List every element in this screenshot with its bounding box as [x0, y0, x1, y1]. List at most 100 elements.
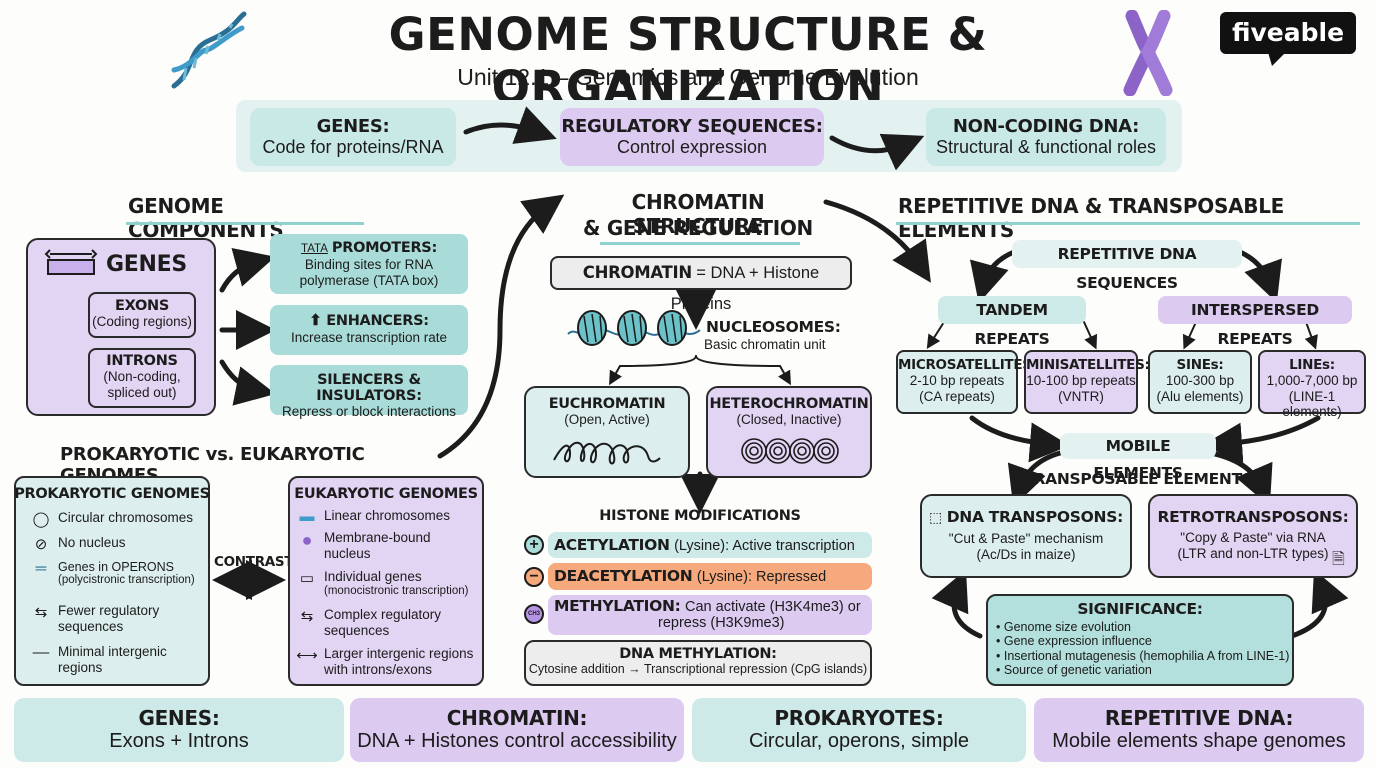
tandem-label: TANDEM REPEATS: [974, 301, 1050, 348]
sig-item-4: • Source of genetic variation: [996, 663, 1152, 678]
arrows-icon: ⇆: [34, 604, 48, 621]
open-chromatin-icon: [553, 441, 661, 465]
chromatin-def-rest: = DNA + Histone Proteins: [670, 264, 820, 313]
methylation-rest-2: repress (H3K9me3): [658, 615, 785, 631]
promoters-title: PROMOTERS:: [331, 240, 437, 256]
flow-genes-desc: Code for proteins/RNA: [262, 137, 444, 157]
regulation-arrows-icon: ⇆: [300, 608, 314, 625]
histone-heading: HISTONE MODIFICATIONS: [599, 508, 801, 524]
prok-item-4: ⇆Fewer regulatory sequences: [30, 603, 188, 634]
no-symbol-icon: ⊘: [34, 536, 48, 553]
rep-seq-box: REPETITIVE DNA SEQUENCES: [1012, 240, 1242, 292]
contrast-label: CONTRAST: [214, 554, 294, 570]
logo-text: fiveable: [1231, 18, 1345, 47]
gene-icon: [44, 249, 98, 275]
mini-desc-1: 10-100 bp repeats: [1026, 373, 1136, 388]
prok-item-5: ––Minimal intergenic regions: [30, 644, 188, 675]
dna-tr-desc-2: (Ac/Ds in maize): [976, 546, 1076, 562]
retro-desc-2: (LTR and non-LTR types): [1177, 545, 1329, 561]
dna-methylation-desc: Cytosine addition → Transcriptional repr…: [528, 662, 868, 676]
summary-genes: GENES: Exons + Introns: [14, 698, 344, 762]
dna-tr-title: DNA TRANSPOSONS:: [946, 508, 1124, 526]
deacetylation-row: DEACETYLATION (Lysine): Repressed transc…: [548, 563, 872, 613]
dna-tr-desc-1: "Cut & Paste" mechanism: [948, 531, 1104, 546]
logo-tail: [1268, 52, 1286, 66]
silencers-desc: Repress or block interactions: [281, 404, 457, 419]
flow-noncoding-desc: Structural & functional roles: [935, 137, 1157, 157]
retro-desc-1: "Copy & Paste" via RNA: [1180, 530, 1326, 545]
micro-desc-1: 2-10 bp repeats: [909, 373, 1005, 388]
flow-genes-title: GENES:: [316, 116, 390, 137]
gene-bar-icon: ▭: [299, 570, 315, 587]
summary-prokaryotes-title: PROKARYOTES:: [774, 706, 944, 730]
introns-desc-1: (Non-coding,: [103, 369, 181, 384]
euchromatin-desc: (Open, Active): [564, 412, 650, 427]
chromatin-underline: [600, 242, 800, 245]
methylation-row: METHYLATION: Can activate (H3K4me3) or r…: [548, 595, 872, 635]
nucleosome-icon: [567, 310, 701, 346]
mini-desc-2: (VNTR): [1058, 388, 1104, 404]
heterochromatin-desc: (Closed, Inactive): [736, 412, 842, 427]
micro-title: MICROSATELLITES:: [898, 357, 1037, 373]
introns-box: INTRONS (Non-coding, spliced out): [88, 348, 196, 408]
prok-item-2: ⊘No nucleus: [30, 535, 126, 553]
introns-desc-2: spliced out): [107, 384, 177, 400]
circle-icon: ◯: [32, 511, 50, 528]
dna-methylation-box: DNA METHYLATION: Cytosine addition → Tra…: [524, 640, 872, 686]
flow-genes: GENES: Code for proteins/RNA: [250, 108, 456, 166]
enhancers-desc: Increase transcription rate: [290, 330, 448, 345]
plus-icon: +: [524, 535, 544, 555]
summary-chromatin-desc: DNA + Histones control accessibility: [357, 730, 677, 752]
closed-chromatin-icon: [741, 438, 839, 464]
dna-methylation-title: DNA METHYLATION:: [619, 646, 777, 662]
exons-desc: (Coding regions): [92, 314, 192, 329]
flow-regulatory-title: REGULATORY SEQUENCES:: [561, 116, 823, 137]
interspersed-label: INTERSPERSED REPEATS: [1191, 301, 1319, 348]
summary-prokaryotes: PROKARYOTES: Circular, operons, simple: [692, 698, 1026, 762]
promoters-desc: Binding sites for RNA polymerase (TATA b…: [299, 257, 439, 288]
rep-seq-label: REPETITIVE DNA SEQUENCES: [1057, 245, 1197, 292]
silencers-title: SILENCERS & INSULATORS:: [316, 372, 422, 404]
silencers-box: SILENCERS & INSULATORS: Repress or block…: [270, 365, 468, 419]
summary-prokaryotes-desc: Circular, operons, simple: [748, 730, 970, 752]
operon-icon: ═: [35, 560, 47, 577]
cut-paste-icon: ⬚: [929, 509, 943, 525]
sig-item-2: • Gene expression influence: [996, 634, 1152, 649]
linear-chromosome-icon: ▬: [299, 508, 315, 525]
lines-box: LINEs: 1,000-7,000 bp (LINE-1 elements): [1258, 350, 1366, 419]
double-arrow-icon: ⟷: [296, 647, 318, 664]
methyl-icon-text: CH3: [527, 611, 540, 617]
summary-repetitive: REPETITIVE DNA: Mobile elements shape ge…: [1034, 698, 1364, 762]
flow-noncoding: NON-CODING DNA: Structural & functional …: [926, 108, 1166, 166]
mini-title: MINISATELLITES:: [1026, 357, 1150, 373]
genes-label: GENES: [106, 252, 187, 277]
sines-desc-2: (Alu elements): [1156, 388, 1244, 404]
dash-icon: ––: [32, 644, 50, 661]
flow-regulatory: REGULATORY SEQUENCES: Control expression: [560, 108, 824, 166]
lines-desc-2: (LINE-1 elements): [1282, 388, 1342, 420]
acetylation-row: ACETYLATION (Lysine): Active transcripti…: [548, 532, 872, 558]
methyl-icon: CH3: [524, 604, 544, 624]
repetitive-underline: [896, 222, 1360, 225]
summary-chromatin-title: CHROMATIN:: [446, 706, 588, 730]
lines-desc-1: 1,000-7,000 bp: [1266, 373, 1358, 388]
euk-title: EUKARYOTIC GENOMES: [294, 486, 478, 502]
sig-item-1: • Genome size evolution: [996, 620, 1132, 634]
euk-item-1: ▬Linear chromosomes: [296, 508, 451, 525]
page-subtitle: Unit 12.1 – Genomics and Genome Evolutio…: [457, 64, 919, 90]
euk-item-2: ●Membrane-bound nucleus: [296, 530, 444, 561]
euk-box: [288, 476, 484, 686]
chromatin-heading-2: & GENE REGULATION: [583, 216, 813, 240]
prok-box: [14, 476, 210, 686]
flow-noncoding-title: NON-CODING DNA:: [952, 116, 1140, 137]
dna-helix-icon: [171, 11, 247, 89]
dna-transposons-box: ⬚ DNA TRANSPOSONS: "Cut & Paste" mechani…: [920, 494, 1132, 578]
sines-desc-1: 100-300 bp: [1165, 373, 1235, 388]
minus-icon: −: [524, 567, 544, 587]
retrotransposons-box: RETROTRANSPOSONS: "Copy & Paste" via RNA…: [1148, 494, 1358, 578]
acetylation-bold: ACETYLATION: [554, 536, 670, 554]
up-arrow-icon: ⬆: [309, 312, 322, 329]
summary-repetitive-title: REPETITIVE DNA:: [1104, 706, 1294, 730]
summary-repetitive-desc: Mobile elements shape genomes: [1052, 730, 1346, 752]
sig-item-3: • Insertional mutagenesis (hemophilia A …: [996, 648, 1290, 663]
